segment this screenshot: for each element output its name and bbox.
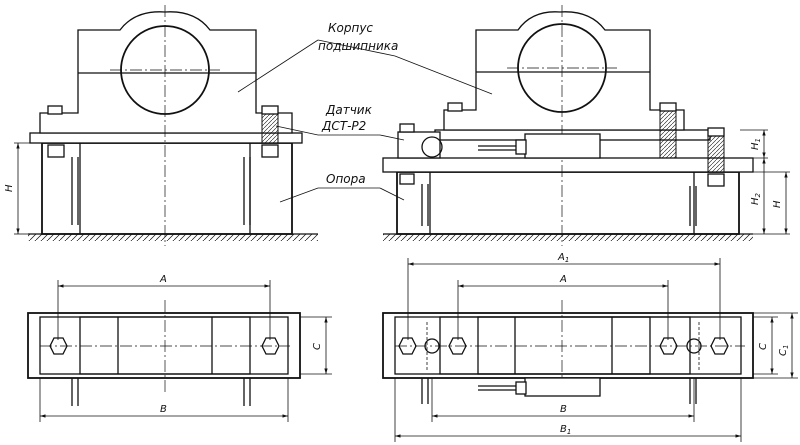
plate-outline bbox=[27, 312, 301, 379]
dim-A-left: A bbox=[159, 274, 167, 285]
bolt-head bbox=[659, 102, 677, 112]
bolt-head bbox=[47, 105, 63, 115]
left-top-view: A B C bbox=[27, 274, 332, 422]
nut bbox=[707, 173, 725, 187]
label-housing-2: подшипника bbox=[318, 39, 398, 53]
dim-H-left: H bbox=[4, 184, 15, 192]
bolt-head bbox=[707, 127, 725, 137]
right-top-view: A1 A B B1 C C1 bbox=[382, 252, 798, 442]
bolt-head bbox=[399, 123, 415, 133]
label-housing-1: Корпус bbox=[328, 21, 373, 35]
label-sensor-1: Датчик bbox=[325, 103, 373, 117]
bolt-section bbox=[261, 113, 279, 144]
label-support: Опора bbox=[326, 172, 366, 186]
bolt-head bbox=[261, 105, 279, 115]
sensor-connector bbox=[515, 139, 527, 155]
dim-C-left: C bbox=[312, 343, 323, 350]
dim-H1: H1 bbox=[750, 138, 762, 150]
label-sensor-2: ДСТ-Р2 bbox=[321, 119, 366, 133]
bolt-section bbox=[707, 135, 725, 173]
dim-H-right: H bbox=[772, 200, 783, 208]
ground-hatch bbox=[28, 234, 318, 241]
sensor-connector bbox=[515, 381, 527, 395]
dim-B-left: B bbox=[160, 404, 167, 415]
dim-B-right: B bbox=[560, 404, 567, 415]
nut bbox=[47, 144, 65, 158]
load-sensor-top bbox=[524, 377, 601, 397]
dim-A1: A1 bbox=[557, 252, 569, 264]
callouts: Корпус подшипника Датчик ДСТ-Р2 Опора bbox=[237, 21, 493, 203]
right-front-view: H1 H2 H bbox=[382, 5, 790, 246]
bolt-section bbox=[659, 110, 677, 159]
ground-hatch bbox=[383, 234, 753, 241]
nut bbox=[399, 173, 415, 185]
dim-A-right: A bbox=[559, 274, 567, 285]
dim-C-right: C bbox=[758, 343, 769, 350]
load-sensor bbox=[524, 133, 601, 159]
lower-plate bbox=[382, 157, 754, 173]
sensor-mount bbox=[397, 131, 441, 159]
nut bbox=[261, 144, 279, 158]
bolt-head bbox=[447, 102, 463, 112]
dim-H2: H2 bbox=[750, 192, 762, 205]
bearing-housing bbox=[443, 11, 685, 131]
base-plate bbox=[29, 132, 303, 144]
dim-C1: C1 bbox=[778, 345, 790, 356]
support-block bbox=[396, 171, 740, 235]
dim-B1: B1 bbox=[560, 424, 571, 436]
left-front-view: H bbox=[4, 5, 318, 246]
